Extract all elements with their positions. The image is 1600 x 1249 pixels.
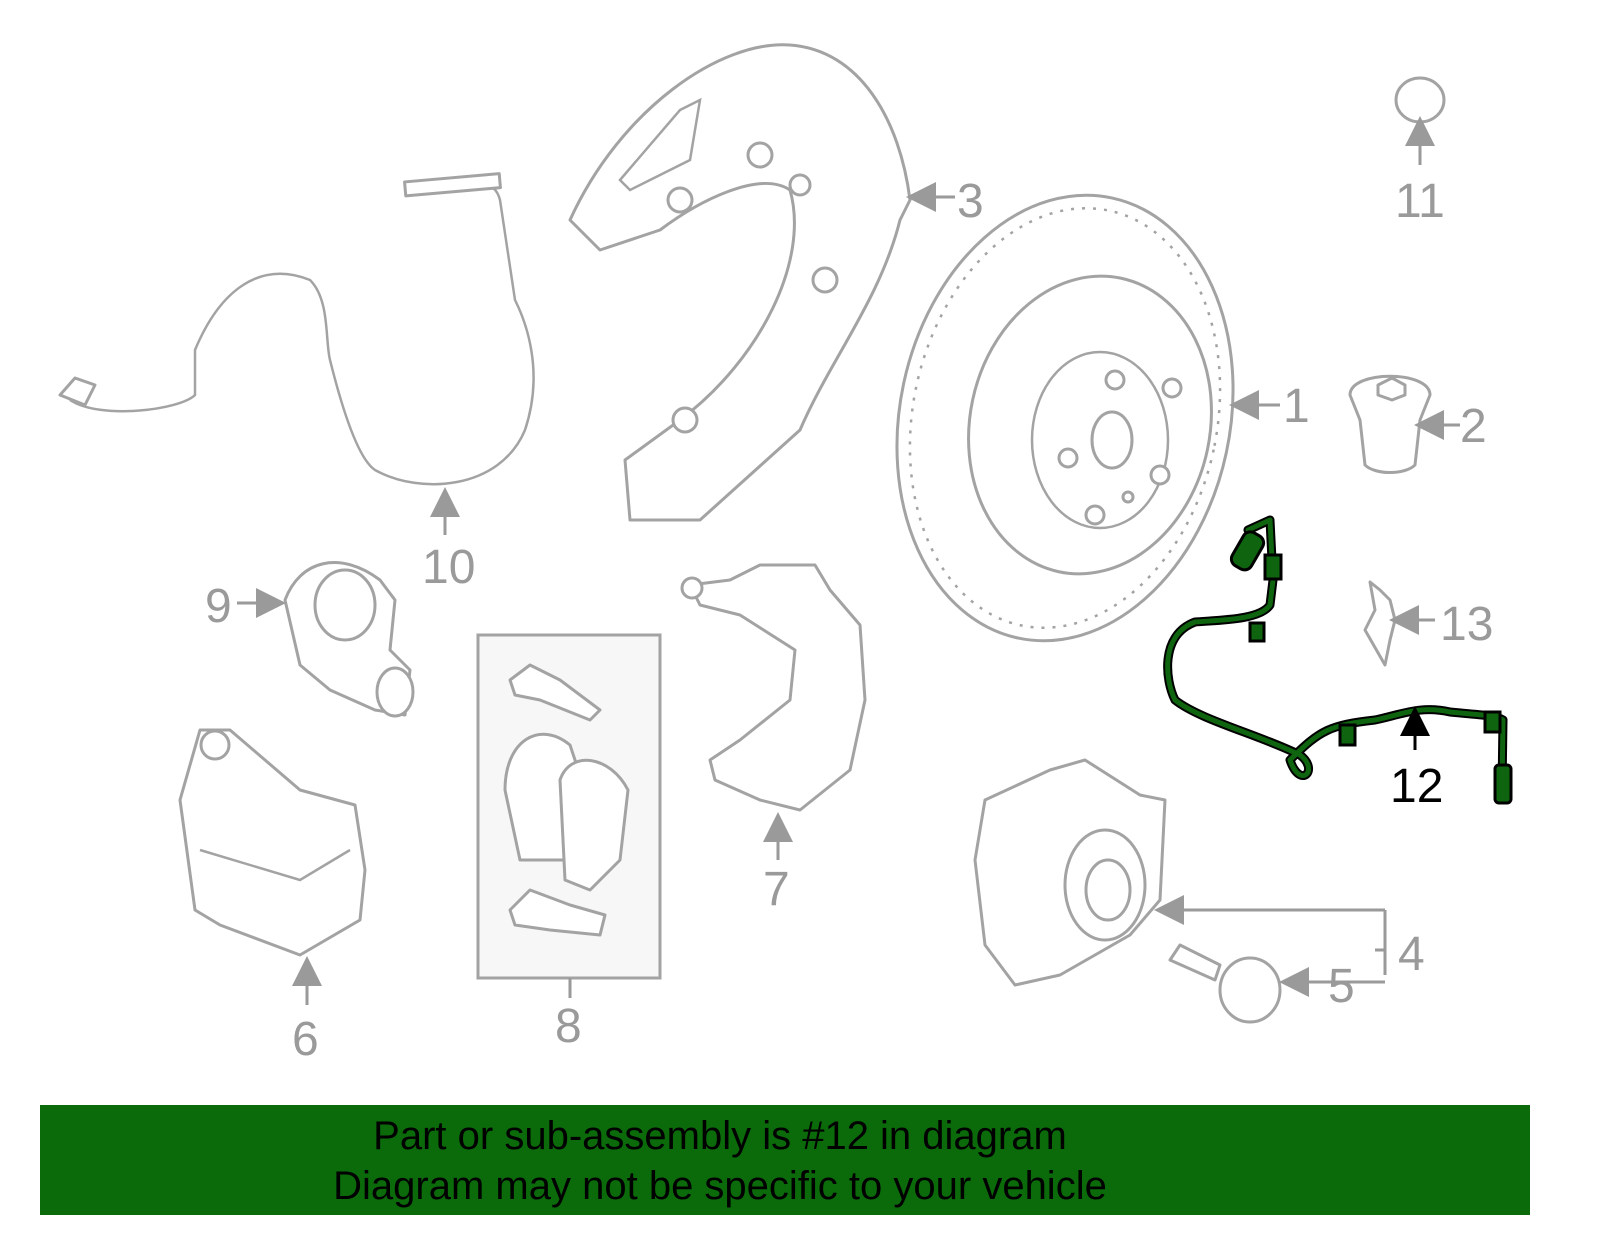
part-6-caliper[interactable] [178, 728, 367, 957]
part-2-bolt[interactable] [1348, 374, 1432, 474]
callout-10: 10 [422, 541, 475, 594]
callout-11: 11 [1395, 175, 1445, 228]
callout-6: 6 [292, 1013, 319, 1066]
part-10-wear-sensor[interactable] [58, 172, 535, 486]
banner-line-1: Part or sub-assembly is #12 in diagram [373, 1114, 1067, 1158]
part-3-dust-shield[interactable] [568, 43, 912, 522]
part-8-pad-kit[interactable] [476, 633, 662, 980]
part-1-brake-rotor[interactable] [857, 164, 1273, 673]
callout-4: 4 [1398, 928, 1425, 981]
callout-9: 9 [205, 580, 232, 633]
callouts: 1 2 3 4 5 6 7 8 9 10 11 12 13 [205, 116, 1493, 1066]
part-5-wheel-stud[interactable] [1168, 943, 1282, 1024]
part-4-wheel-hub[interactable] [973, 758, 1167, 987]
callout-12: 12 [1390, 760, 1443, 813]
callout-2: 2 [1460, 400, 1487, 453]
callout-8: 8 [555, 1000, 582, 1053]
part-12-abs-sensor-highlighted[interactable] [1163, 515, 1513, 805]
callout-13: 13 [1440, 598, 1493, 651]
callout-7: 7 [763, 863, 790, 916]
part-7-caliper-carrier[interactable] [680, 563, 867, 812]
callout-1: 1 [1283, 380, 1310, 433]
banner-line-2: Diagram may not be specific to your vehi… [333, 1164, 1107, 1208]
callout-5: 5 [1328, 960, 1355, 1013]
part-9-actuator[interactable] [283, 561, 415, 718]
part-info-banner: Part or sub-assembly is #12 in diagram D… [40, 1105, 1530, 1215]
part-13-clip[interactable] [1363, 580, 1397, 667]
callout-3: 3 [957, 175, 984, 228]
